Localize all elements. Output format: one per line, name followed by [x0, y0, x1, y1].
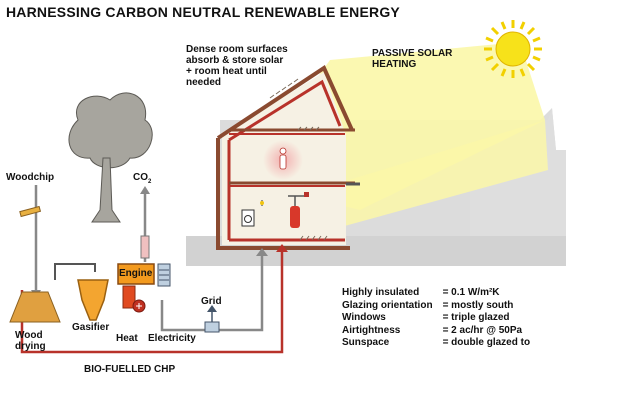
- room-note-line-4: needed: [186, 77, 222, 88]
- room-note-line-3: + room heat until: [186, 66, 267, 77]
- grid-arrow-up: [256, 248, 268, 256]
- spec-row: Airtightness = 2 ac/hr @ 50Pa: [342, 325, 530, 338]
- co2-label: CO2: [133, 172, 151, 188]
- bio-chp-label: BIO-FUELLED CHP: [84, 364, 176, 375]
- spec-value: = triple glazed: [442, 312, 510, 324]
- spec-name: Glazing orientation: [342, 299, 433, 311]
- spec-row: Highly insulated = 0.1 W/m²K: [342, 287, 530, 300]
- spec-name: Windows: [342, 312, 386, 324]
- spec-name: Sunspace: [342, 337, 390, 349]
- woodchip-label: Woodchip: [6, 172, 55, 183]
- passive-solar-label: PASSIVE SOLAR HEATING: [372, 48, 452, 70]
- engine-label: Engine: [119, 268, 153, 279]
- heat-pump-icon: [132, 299, 146, 313]
- room-note-line-1: Dense room surfaces: [186, 44, 288, 55]
- wood-drying-line-1: Wood: [15, 330, 43, 341]
- spec-value: = 2 ac/hr @ 50Pa: [442, 324, 523, 336]
- spec-name: Highly insulated: [342, 287, 420, 299]
- sun-icon: [484, 20, 542, 78]
- room-note-label: Dense room surfaces absorb & store solar…: [186, 44, 288, 88]
- spec-name: Airtightness: [342, 324, 401, 336]
- electricity-label: Electricity: [148, 333, 196, 344]
- generator-icon: [157, 263, 171, 287]
- heat-arrow: [276, 244, 288, 252]
- page-title: HARNESSING CARBON NEUTRAL RENEWABLE ENER…: [6, 4, 400, 20]
- passive-solar-line-1: PASSIVE SOLAR: [372, 48, 453, 59]
- tree-icon: [68, 92, 153, 223]
- spec-value: = 0.1 W/m²K: [442, 287, 500, 299]
- woodchip-conveyor: [19, 205, 42, 218]
- heat-label: Heat: [116, 333, 138, 344]
- co2-subscript: 2: [148, 179, 152, 185]
- spec-value: = double glazed to: [442, 337, 531, 349]
- wood-drying-label: Wood drying: [15, 330, 46, 352]
- woodchip-pile: [9, 291, 61, 323]
- spec-value: = mostly south: [442, 299, 514, 311]
- room-note-line-2: absorb & store solar: [186, 55, 284, 66]
- house: [216, 65, 360, 250]
- person-icon: [279, 147, 287, 170]
- co2-arrow-up: [140, 186, 150, 194]
- gasifier-label: Gasifier: [72, 322, 110, 333]
- washing-machine-icon: [241, 209, 255, 227]
- specs-table: Highly insulated = 0.1 W/m²K Glazing orie…: [342, 287, 530, 350]
- spec-row: Glazing orientation = mostly south: [342, 300, 530, 313]
- gasifier-icon: [77, 279, 109, 321]
- spec-row: Sunspace = double glazed to: [342, 337, 530, 350]
- sunlight-beam-lower: [300, 120, 548, 230]
- boiler-icon: [288, 192, 309, 228]
- spec-row: Windows = triple glazed: [342, 312, 530, 325]
- gasifier-line: [54, 263, 96, 280]
- engine-block: [117, 263, 155, 309]
- grid-meter-icon: [204, 305, 220, 333]
- grid-label: Grid: [201, 296, 222, 307]
- wood-drying-line-2: drying: [15, 341, 46, 352]
- co2-text: CO: [133, 172, 148, 183]
- co2-flue: [140, 235, 150, 259]
- lamp-icon: [260, 200, 264, 206]
- passive-solar-line-2: HEATING: [372, 59, 417, 70]
